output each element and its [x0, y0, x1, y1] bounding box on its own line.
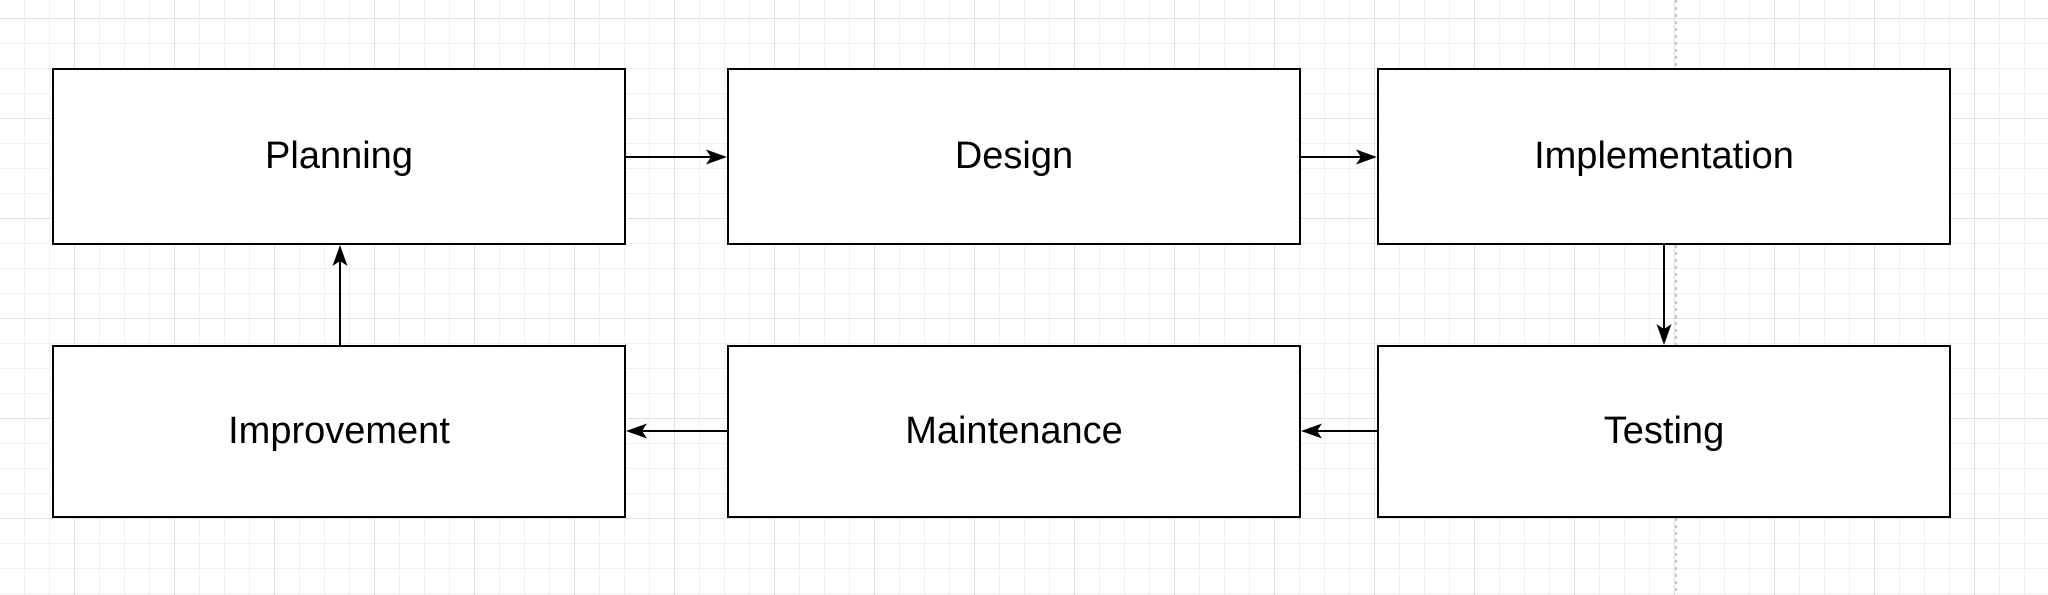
- node-label: Implementation: [1534, 134, 1794, 177]
- arrow-design-to-implementation[interactable]: [1301, 149, 1377, 165]
- node-label: Improvement: [228, 409, 450, 452]
- arrowhead-icon: [1656, 324, 1672, 345]
- arrowhead-icon: [1356, 149, 1377, 165]
- node-label: Design: [954, 134, 1074, 177]
- node-label: Planning: [265, 134, 413, 177]
- node-label: Testing: [1603, 409, 1725, 452]
- arrow-planning-to-design[interactable]: [626, 149, 727, 165]
- arrowhead-icon: [626, 423, 647, 439]
- arrowhead-icon: [1301, 423, 1322, 439]
- flowchart-node-planning[interactable]: Planning: [52, 68, 626, 245]
- arrow-implementation-to-testing[interactable]: [1656, 245, 1672, 345]
- arrow-maintenance-to-improvement[interactable]: [626, 423, 727, 439]
- flowchart-node-maintenance[interactable]: Maintenance: [727, 345, 1301, 518]
- arrow-testing-to-maintenance[interactable]: [1301, 423, 1377, 439]
- arrow-improvement-to-planning[interactable]: [332, 245, 348, 345]
- flowchart-node-implementation[interactable]: Implementation: [1377, 68, 1951, 245]
- arrowhead-icon: [706, 149, 727, 165]
- flowchart-node-design[interactable]: Design: [727, 68, 1301, 245]
- flowchart-node-testing[interactable]: Testing: [1377, 345, 1951, 518]
- node-label: Maintenance: [905, 409, 1123, 452]
- arrowhead-icon: [332, 245, 348, 266]
- flowchart-node-improvement[interactable]: Improvement: [52, 345, 626, 518]
